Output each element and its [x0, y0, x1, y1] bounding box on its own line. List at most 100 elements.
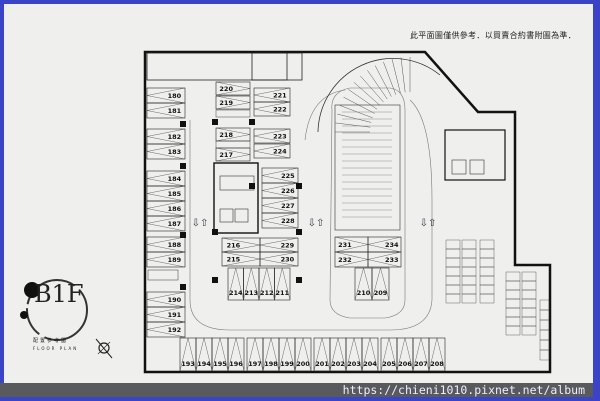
stall-marking [428, 337, 446, 372]
parking-stall [367, 251, 402, 268]
motorcycle-slot [479, 275, 495, 286]
motorcycle-slot [505, 280, 521, 291]
stall-number: 201 [315, 360, 329, 368]
ramp-step [400, 57, 406, 93]
stall-marking [227, 267, 244, 301]
motorcycle-slot [461, 257, 477, 268]
motorcycle-slot [539, 309, 550, 321]
stall-number: 221 [273, 91, 287, 99]
column-pillar [212, 229, 218, 235]
stall-marking [261, 167, 299, 184]
motorcycle-slot [505, 271, 521, 282]
stall-marking [361, 337, 379, 372]
spiral-ramp [317, 58, 441, 133]
stall-marking [367, 236, 402, 253]
motorcycle-slot [479, 284, 495, 295]
stall-marking [278, 337, 296, 372]
column-pillar [249, 119, 255, 125]
stall-marking [258, 267, 275, 301]
stall-number: 229 [281, 241, 295, 249]
bike-rack [147, 269, 179, 281]
stall-marking [146, 128, 186, 145]
stall-marking [146, 87, 186, 104]
storage-room [146, 52, 303, 81]
column-pillar [212, 277, 218, 283]
stair-elevator-core [444, 129, 506, 181]
stall-marking [243, 267, 260, 301]
stall-number: 187 [168, 220, 182, 228]
stall-marking [215, 81, 251, 96]
stall-marking [146, 170, 186, 187]
stall-marking [261, 182, 299, 199]
parking-stall [215, 95, 251, 110]
stall-number: 188 [168, 241, 182, 249]
motorcycle-slot [445, 266, 461, 277]
motorcycle-slot [521, 316, 537, 327]
motorcycle-slot [461, 275, 477, 286]
stall-marking [146, 200, 186, 217]
stall-number: 218 [219, 131, 233, 139]
stall-marking [329, 337, 347, 372]
stall-number: 227 [281, 202, 295, 210]
column-pillar [180, 284, 186, 290]
parking-stall [253, 128, 291, 144]
motorcycle-slot [445, 257, 461, 268]
north-compass-icon [95, 338, 113, 359]
stall-number: 203 [347, 360, 361, 368]
stair-icon [219, 175, 255, 191]
stall-number: 199 [280, 360, 294, 368]
stall-number: 184 [168, 175, 182, 183]
motorcycle-slot [521, 289, 537, 300]
stall-number: 202 [331, 360, 345, 368]
stall-number: 206 [398, 360, 412, 368]
stall-number: 232 [338, 256, 352, 264]
motorcycle-slot [505, 325, 521, 336]
stall-marking [215, 95, 251, 110]
motorcycle-slot [479, 266, 495, 277]
parking-stall [253, 101, 291, 117]
parking-stall [261, 212, 299, 229]
stall-marking [345, 337, 363, 372]
motorcycle-slot [521, 298, 537, 309]
parking-stall [215, 81, 251, 96]
ramp-step [353, 82, 381, 106]
stall-marking [215, 127, 251, 142]
stall-number: 210 [357, 289, 371, 297]
stall-marking [215, 147, 251, 162]
stall-number: 234 [385, 241, 399, 249]
stall-number: 212 [260, 289, 274, 297]
motorcycle-slot [479, 248, 495, 259]
column-pillar [296, 277, 302, 283]
stall-number: 228 [281, 217, 295, 225]
motorcycle-slot [505, 298, 521, 309]
stall-marking [146, 143, 186, 160]
hatched-area [215, 109, 251, 118]
motorcycle-slot [461, 266, 477, 277]
motorcycle-slot [521, 271, 537, 282]
stall-marking [261, 212, 299, 229]
parking-stall [146, 251, 186, 268]
stall-number: 208 [430, 360, 444, 368]
stall-number: 190 [168, 296, 182, 304]
stall-number: 194 [197, 360, 211, 368]
ramp-step [348, 89, 378, 110]
stall-number: 217 [219, 151, 233, 159]
motorcycle-slot [521, 325, 537, 336]
stall-number: 231 [338, 241, 352, 249]
ink-circle-logo [20, 279, 88, 341]
stall-marking [253, 128, 291, 144]
direction-arrow-icon: ⇩⇧ [308, 218, 325, 229]
elevator-icon [234, 208, 249, 223]
parking-stall [146, 321, 186, 338]
stall-marking [262, 337, 280, 372]
stall-number: 204 [363, 360, 377, 368]
motorcycle-slot [461, 284, 477, 295]
motorcycle-slot [479, 239, 495, 250]
stall-number: 205 [382, 360, 396, 368]
stall-number: 180 [168, 92, 182, 100]
stall-marking [146, 102, 186, 119]
stall-marking [227, 337, 245, 372]
stall-marking [274, 267, 291, 301]
ramp-step [367, 70, 388, 100]
